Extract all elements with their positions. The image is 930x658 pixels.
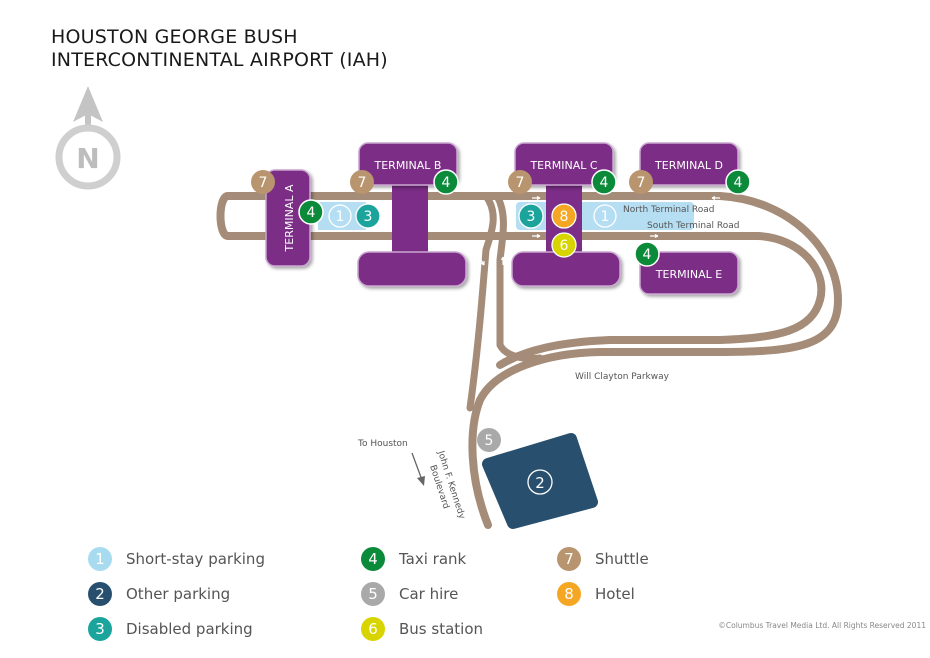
legend-badge: 6 [361, 617, 385, 641]
svg-text:4: 4 [600, 175, 609, 191]
terminal-c[interactable]: TERMINAL C [511, 142, 621, 287]
taxi-rank-marker[interactable]: 4 [634, 241, 660, 267]
map-title-line1: HOUSTON GEORGE BUSH [51, 26, 298, 48]
legend-item-disabled-parking: 3 Disabled parking [88, 617, 253, 641]
legend-badge: 8 [557, 582, 581, 606]
legend-label: Bus station [399, 620, 484, 638]
svg-text:4: 4 [307, 205, 316, 221]
taxi-rank-marker[interactable]: 4 [725, 169, 751, 195]
disabled-parking-marker[interactable]: 3 [518, 203, 544, 229]
legend-label: Hotel [595, 585, 635, 603]
svg-text:4: 4 [734, 175, 743, 191]
compass-label: N [76, 142, 99, 175]
svg-text:3: 3 [364, 209, 373, 225]
disabled-parking-marker[interactable]: 3 [355, 203, 381, 229]
legend-label: Shuttle [595, 550, 649, 568]
legend-badge: 3 [88, 617, 112, 641]
bus-station-marker[interactable]: 6 [551, 232, 577, 258]
svg-text:7: 7 [516, 175, 525, 191]
map-title: HOUSTON GEORGE BUSH INTERCONTINENTAL AIR… [51, 26, 388, 72]
taxi-rank-marker[interactable]: 4 [591, 169, 617, 195]
terminal-e[interactable]: TERMINAL E [639, 251, 739, 295]
terminal-b[interactable]: TERMINAL B [357, 142, 467, 287]
shuttle-marker[interactable]: 7 [251, 170, 275, 194]
legend-badge: 5 [361, 582, 385, 606]
svg-text:4: 4 [643, 247, 652, 263]
terminal-d[interactable]: TERMINAL D [639, 142, 739, 186]
legend-item-other-parking: 2 Other parking [88, 582, 230, 606]
taxi-rank-marker[interactable]: 4 [298, 199, 324, 225]
svg-text:7: 7 [358, 175, 367, 191]
terminal-c-label: TERMINAL C [529, 159, 597, 172]
map-title-line2: INTERCONTINENTAL AIRPORT (IAH) [51, 49, 388, 71]
legend-badge: 4 [361, 547, 385, 571]
to-houston-label: To Houston [357, 439, 408, 449]
legend-item-short-stay-parking: 1 Short-stay parking [88, 547, 265, 571]
road-network [216, 192, 842, 529]
legend-item-car-hire: 5 Car hire [361, 582, 458, 606]
svg-text:8: 8 [560, 209, 569, 225]
svg-text:1: 1 [336, 209, 345, 225]
other-parking-lot[interactable]: 2 [482, 433, 598, 529]
svg-text:6: 6 [560, 238, 569, 254]
svg-text:7: 7 [259, 175, 268, 191]
legend-label: Taxi rank [399, 550, 467, 568]
svg-text:3: 3 [527, 209, 536, 225]
svg-text:1: 1 [601, 209, 610, 225]
legend-label: Disabled parking [126, 620, 253, 638]
legend-label: Car hire [399, 585, 459, 603]
north-arrow-icon: N [55, 86, 121, 190]
shuttle-marker[interactable]: 7 [508, 170, 532, 194]
car-hire-marker[interactable]: 5 [477, 428, 501, 452]
svg-text:7: 7 [637, 175, 646, 191]
terminal-b-label: TERMINAL B [374, 159, 442, 172]
south-terminal-road-label: South Terminal Road [647, 221, 740, 231]
shuttle-marker[interactable]: 7 [629, 170, 653, 194]
hotel-marker[interactable]: 8 [551, 203, 577, 229]
legend-label: Short-stay parking [126, 550, 265, 568]
short-stay-parking-marker[interactable]: 1 [328, 204, 352, 228]
taxi-rank-marker[interactable]: 4 [433, 169, 459, 195]
legend-badge: 7 [557, 547, 581, 571]
other-parking-number: 2 [535, 474, 545, 492]
svg-text:4: 4 [442, 175, 451, 191]
map-markers: 7 7 7 7 4 4 4 4 4 1 1 3 3 8 6 5 [251, 169, 751, 452]
terminal-d-label: TERMINAL D [654, 159, 723, 172]
legend-item-hotel: 8 Hotel [557, 582, 635, 606]
legend-badge: 1 [88, 547, 112, 571]
shuttle-marker[interactable]: 7 [350, 170, 374, 194]
will-clayton-parkway-label: Will Clayton Parkway [575, 372, 670, 382]
legend-label: Other parking [126, 585, 231, 603]
legend-badge: 2 [88, 582, 112, 606]
legend-item-bus-station: 6 Bus station [361, 617, 483, 641]
copyright-notice: ©Columbus Travel Media Ltd. All Rights R… [718, 621, 926, 630]
legend-item-shuttle: 7 Shuttle [557, 547, 649, 571]
to-houston-arrow-icon [411, 452, 425, 486]
terminal-e-label: TERMINAL E [655, 268, 722, 281]
legend-item-taxi-rank: 4 Taxi rank [361, 547, 466, 571]
svg-text:5: 5 [485, 433, 494, 449]
north-terminal-road-label: North Terminal Road [623, 205, 715, 215]
terminal-a-label: TERMINAL A [283, 184, 296, 252]
short-stay-parking-marker[interactable]: 1 [593, 204, 617, 228]
